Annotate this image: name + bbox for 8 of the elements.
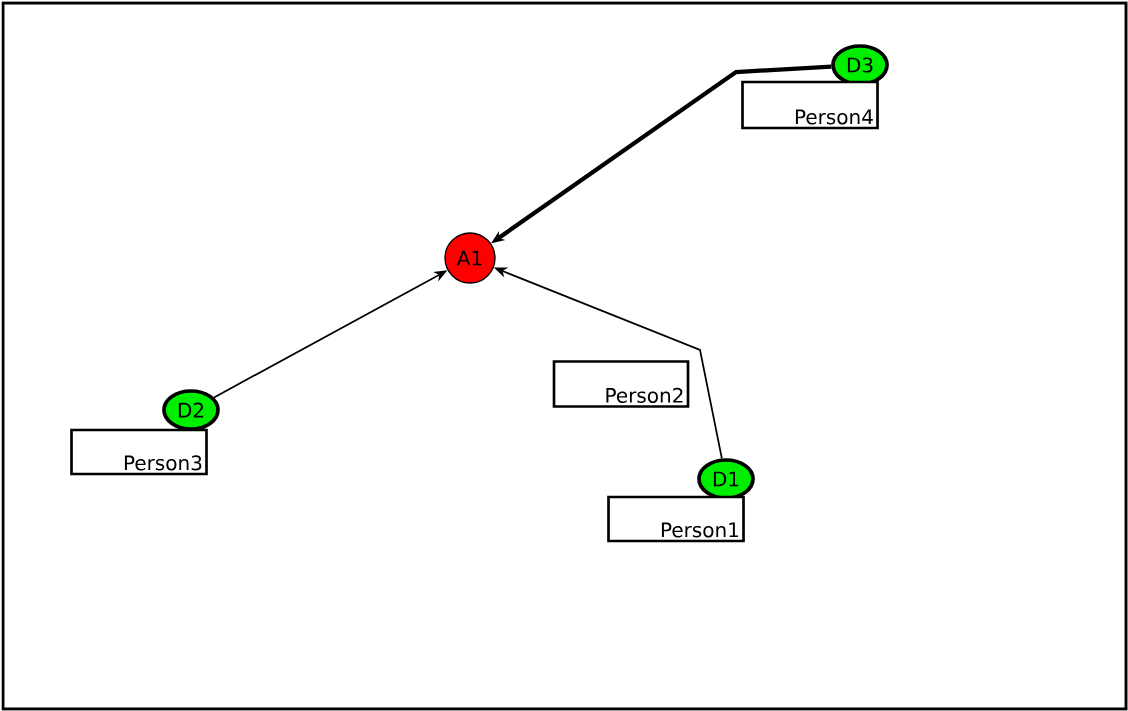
- person-box: Person4: [741, 80, 879, 130]
- ellipse-node: D3: [831, 44, 889, 86]
- person-box: Person1: [607, 495, 745, 543]
- ellipse-node: D1: [697, 458, 755, 500]
- person-box: Person2: [552, 360, 690, 408]
- person-box: Person3: [70, 428, 208, 476]
- ellipse-node: D2: [162, 389, 220, 431]
- circle-node: A1: [444, 232, 496, 284]
